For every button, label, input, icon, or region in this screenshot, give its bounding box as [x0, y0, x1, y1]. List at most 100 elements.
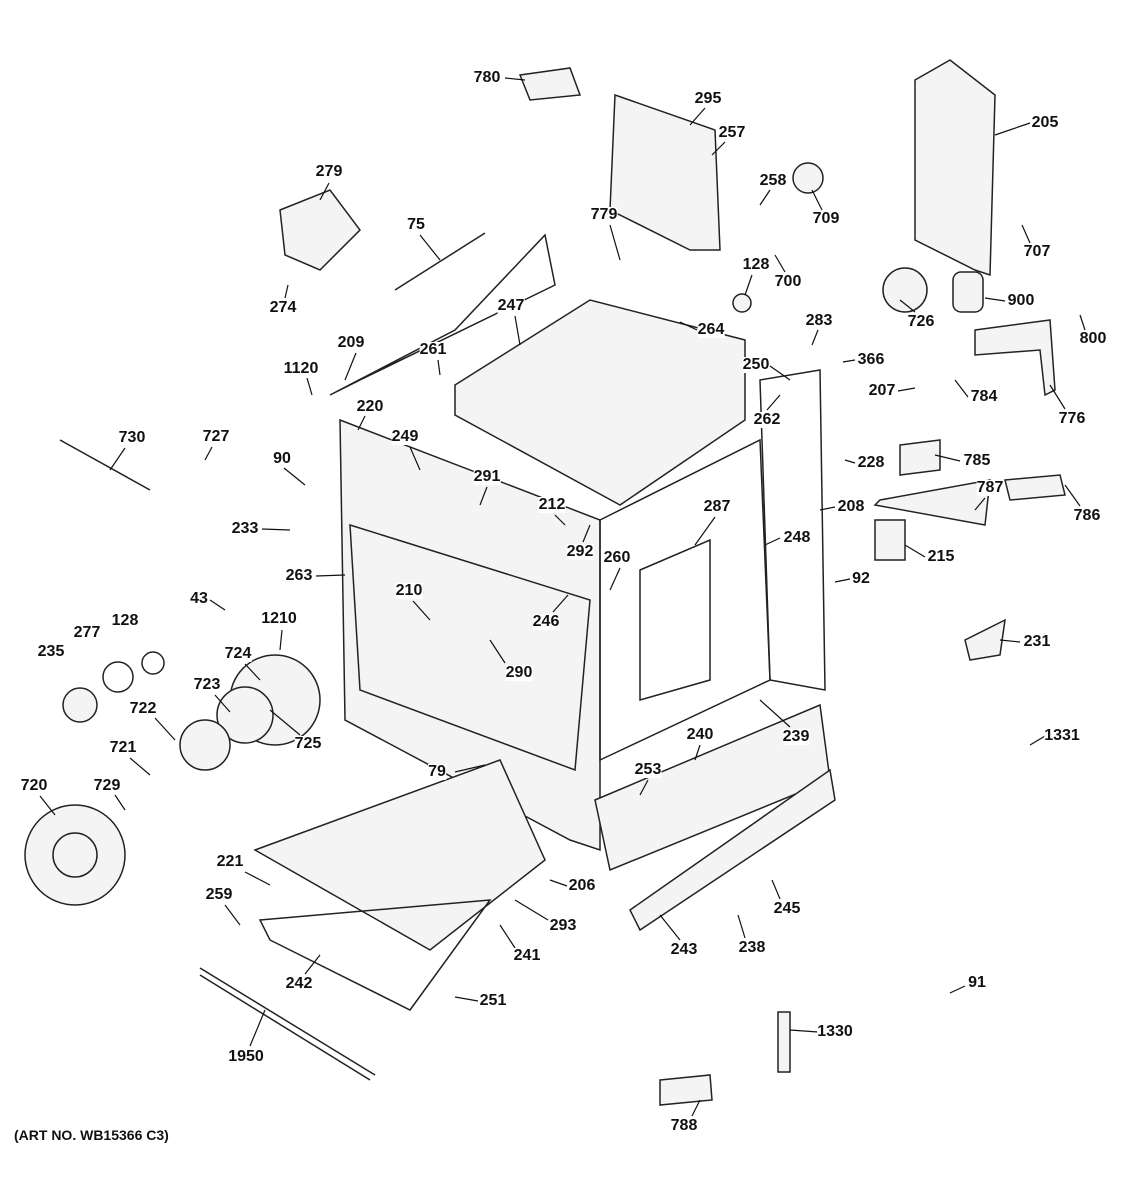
part-label: 128	[742, 256, 770, 273]
pad-215	[874, 519, 906, 561]
part-label: 238	[738, 939, 766, 956]
part-label: 724	[224, 645, 252, 662]
part-label: 776	[1058, 410, 1086, 427]
part-label: 221	[216, 853, 244, 870]
part-label: 1120	[283, 360, 319, 377]
part-label: 720	[20, 777, 48, 794]
part-label: 208	[837, 498, 865, 515]
part-label: 730	[118, 429, 146, 446]
fan-plate	[179, 719, 231, 771]
part-label: 209	[337, 334, 365, 351]
part-label: 786	[1073, 507, 1101, 524]
part-label: 206	[568, 877, 596, 894]
part-label: 235	[37, 643, 65, 660]
part-label: 264	[697, 321, 725, 338]
part-label: 293	[549, 917, 577, 934]
fan-cover	[24, 804, 126, 906]
gas-valve	[279, 189, 361, 271]
part-label: 1331	[1044, 727, 1080, 744]
probe-730	[59, 439, 151, 491]
motor-726	[882, 267, 928, 313]
vent-trim	[518, 67, 582, 101]
part-label: 900	[1007, 292, 1035, 309]
part-label: 207	[868, 382, 896, 399]
part-label: 780	[473, 69, 501, 86]
bracket-1330	[777, 1011, 791, 1073]
capacitor	[952, 271, 984, 313]
part-label: 1210	[261, 610, 297, 627]
part-label: 283	[805, 312, 833, 329]
part-label: 366	[857, 351, 885, 368]
part-label: 250	[742, 356, 770, 373]
part-label: 253	[634, 761, 662, 778]
part-label: 210	[395, 582, 423, 599]
part-label: 277	[73, 624, 101, 641]
part-label: 228	[857, 454, 885, 471]
part-label: 290	[505, 664, 533, 681]
part-label: 215	[927, 548, 955, 565]
trim-strip	[199, 967, 376, 1076]
part-label: 723	[193, 676, 221, 693]
part-label: 212	[538, 496, 566, 513]
part-label: 707	[1023, 243, 1051, 260]
part-label: 785	[963, 452, 991, 469]
part-label: 231	[1023, 633, 1051, 650]
part-label: 263	[285, 567, 313, 584]
part-label: 242	[285, 975, 313, 992]
part-label: 233	[231, 520, 259, 537]
part-label: 262	[753, 411, 781, 428]
part-label: 243	[670, 941, 698, 958]
part-label: 287	[703, 498, 731, 515]
part-label: 700	[774, 273, 802, 290]
bracket-231	[964, 618, 1006, 661]
part-label: 779	[590, 206, 618, 223]
box-785	[899, 439, 941, 476]
oven-cabinet	[329, 233, 826, 852]
part-label: 788	[670, 1117, 698, 1134]
part-label: 258	[759, 172, 787, 189]
part-label: 249	[391, 428, 419, 445]
part-label: 128	[111, 612, 139, 629]
part-label: 43	[190, 590, 208, 607]
part-label: 90	[273, 450, 291, 467]
bracket-776	[974, 319, 1056, 397]
part-label: 261	[419, 341, 447, 358]
motor-knob	[62, 687, 98, 723]
part-label: 726	[907, 313, 935, 330]
part-label: 91	[968, 974, 986, 991]
part-label: 709	[812, 210, 840, 227]
insulation-787	[873, 479, 991, 526]
bake-burner	[258, 899, 492, 1011]
part-label: 241	[513, 947, 541, 964]
convection-motor	[216, 686, 274, 744]
part-label: 787	[976, 479, 1004, 496]
part-label: 292	[566, 543, 594, 560]
tube-75	[394, 232, 486, 291]
part-label: 245	[773, 900, 801, 917]
cover-786	[1004, 474, 1066, 501]
part-label: 279	[315, 163, 343, 180]
part-label: 240	[686, 726, 714, 743]
part-label: 248	[783, 529, 811, 546]
part-label: 295	[694, 90, 722, 107]
flue-duct	[609, 93, 721, 251]
part-label: 205	[1031, 114, 1059, 131]
part-label: 727	[202, 428, 230, 445]
part-label: 239	[782, 728, 810, 745]
part-label: 729	[93, 777, 121, 794]
part-label: 79	[428, 763, 446, 780]
part-label: 1950	[228, 1048, 264, 1065]
part-label: 251	[479, 992, 507, 1009]
part-label: 1330	[817, 1023, 853, 1040]
leader-lines	[39, 77, 1086, 1117]
part-label: 259	[205, 886, 233, 903]
art-number: (ART NO. WB15366 C3)	[14, 1127, 169, 1143]
rear-panel	[914, 59, 996, 277]
part-label: 721	[109, 739, 137, 756]
part-label: 291	[473, 468, 501, 485]
part-label: 800	[1079, 330, 1107, 347]
part-label: 92	[852, 570, 870, 587]
part-label: 220	[356, 398, 384, 415]
